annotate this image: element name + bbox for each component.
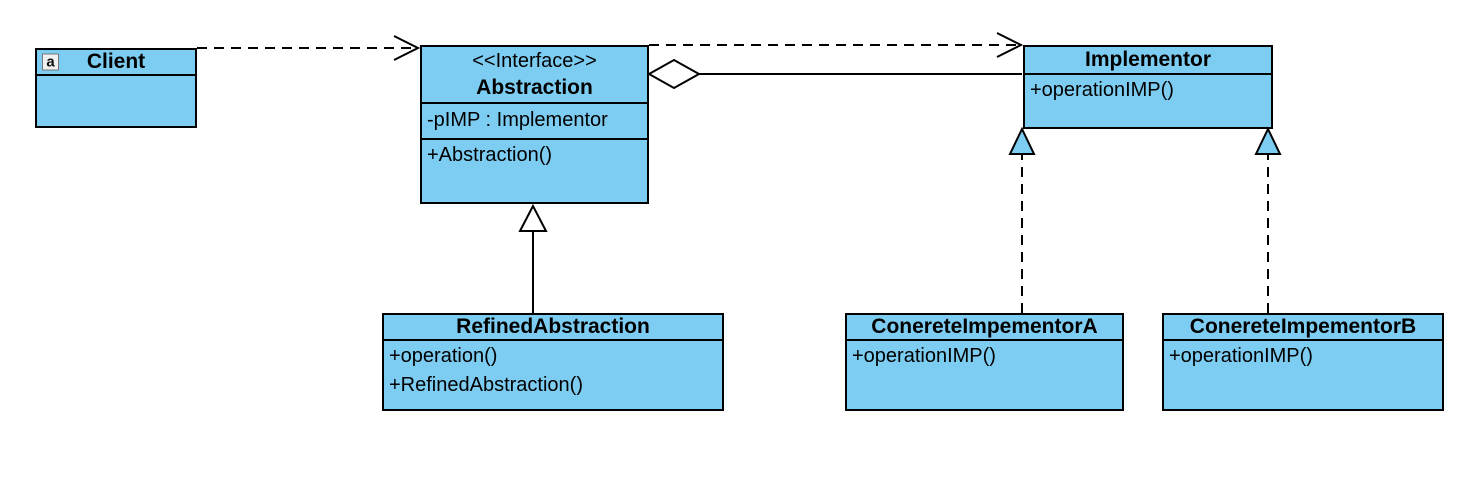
attribute-item: -pIMP : Implementor (427, 109, 608, 131)
class-abstraction-header: <<Interface>> Abstraction (422, 47, 647, 104)
method-item: +operationIMP() (1030, 79, 1174, 101)
class-abstraction: <<Interface>> Abstraction -pIMP : Implem… (420, 45, 649, 204)
class-client-header: a Client (37, 50, 195, 76)
class-implementor-methods: +operationIMP() (1025, 75, 1271, 127)
hollow-triangle-icon (518, 203, 548, 232)
realization-arrow-concreteimplementora-to-implementor (1008, 126, 1036, 313)
open-arrowhead-icon (996, 32, 1024, 58)
method-item: +operationIMP() (852, 345, 996, 367)
class-implementor-header: Implementor (1025, 47, 1271, 75)
class-abstraction-methods: +Abstraction() (422, 140, 647, 202)
open-arrowhead-icon (393, 35, 421, 61)
class-concreteimplementorb-methods: +operationIMP() (1164, 341, 1442, 409)
method-item: +RefinedAbstraction() (389, 374, 583, 396)
triangle-arrowhead-icon (1008, 126, 1036, 155)
class-client-body (37, 76, 195, 126)
class-concreteimplementora-name: ConereteImpementorA (871, 315, 1098, 338)
dependency-arrow-client-to-abstraction (197, 35, 421, 61)
triangle-arrowhead-icon (1254, 126, 1282, 155)
class-concreteimplementorb-header: ConereteImpementorB (1164, 315, 1442, 341)
method-item: +operation() (389, 345, 498, 367)
dependency-arrow-abstraction-to-implementor (649, 32, 1024, 58)
method-item: +operationIMP() (1169, 345, 1313, 367)
class-concreteimplementorb-name: ConereteImpementorB (1189, 315, 1417, 338)
class-abstraction-stereotype: <<Interface>> (472, 49, 597, 72)
class-implementor-name: Implementor (1084, 48, 1212, 71)
class-client: a Client (35, 48, 197, 128)
class-refinedabstraction-name: RefinedAbstraction (456, 315, 650, 338)
generalization-arrow-refinedabstraction-to-abstraction (518, 203, 548, 313)
class-refinedabstraction-header: RefinedAbstraction (384, 315, 722, 341)
class-client-name: Client (86, 50, 146, 73)
class-stereotype-a-icon: a (42, 53, 59, 71)
class-abstraction-name: Abstraction (476, 75, 593, 99)
class-refinedabstraction-methods: +operation() +RefinedAbstraction() (384, 341, 722, 409)
class-abstraction-attributes: -pIMP : Implementor (422, 104, 647, 140)
class-concreteimplementora-methods: +operationIMP() (847, 341, 1122, 409)
hollow-diamond-icon (646, 58, 702, 90)
class-concreteimplementora-header: ConereteImpementorA (847, 315, 1122, 341)
class-implementor: Implementor +operationIMP() (1023, 45, 1273, 129)
realization-arrow-concreteimplementorb-to-implementor (1254, 126, 1282, 313)
class-refinedabstraction: RefinedAbstraction +operation() +Refined… (382, 313, 724, 411)
method-item: +Abstraction() (427, 144, 553, 166)
class-concreteimplementora: ConereteImpementorA +operationIMP() (845, 313, 1124, 411)
aggregation-connector-abstraction-to-implementor (646, 58, 1022, 90)
class-concreteimplementorb: ConereteImpementorB +operationIMP() (1162, 313, 1444, 411)
